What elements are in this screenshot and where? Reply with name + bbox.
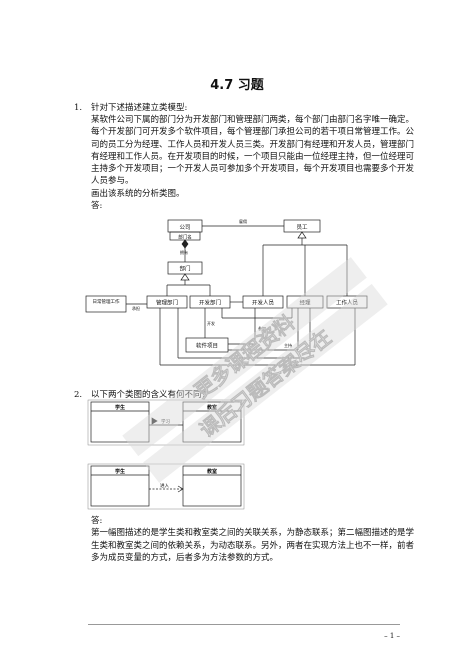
question-1-text: 针对下述描述建立类模型:: [91, 103, 188, 113]
question-1-number: 1.: [74, 103, 83, 113]
class-worker: 工作人员: [336, 299, 359, 307]
class-manager: 经理: [299, 299, 311, 307]
task-line: 画出该系统的分析类图。: [91, 188, 185, 199]
class-student-a: 学生: [115, 404, 125, 411]
class-classroom-a: 教室: [206, 404, 217, 411]
answer-line: 生类和教室类之间的依赖关系，为动态联系。另外，两者在实现方法上也不一样，前者: [91, 540, 415, 551]
question-1-description: 某软件公司下属的部门分为开发部门和管理部门两类，每个部门由部门名字唯一确定。 每…: [91, 114, 415, 212]
answer-line: 多为成员变量的方式，后者多为方法参数的方式。: [91, 552, 279, 563]
class-classroom-b: 教室: [206, 468, 217, 475]
question-2-answer: 答: 第一幅图描述的是学生类和教室类之间的关联关系，为静态联系；第二幅图描述的是…: [91, 515, 415, 564]
section-title: 4.7 习题: [210, 78, 264, 93]
page-number: – 1 –: [384, 632, 400, 640]
class-project: 软件项目: [196, 342, 218, 350]
assoc-develop: 开发: [207, 320, 215, 326]
desc-line: 每个开发部门可开发多个软件项目，每个管理部门承担公司的若干项日常管理工作。公: [91, 127, 415, 138]
class-daily-work: 日常管理工作: [93, 298, 120, 305]
class-developer: 开发人员: [252, 299, 275, 307]
dep-enter: 进入: [160, 482, 169, 489]
assoc-study-in: 学习: [161, 418, 170, 425]
question-2-text: 以下两个类图的含义有何不同?: [91, 390, 207, 400]
desc-line: 司的员工分为经理、工作人员和开发人员三类。开发部门有经理和开发人员，管理部门: [91, 139, 415, 150]
assoc-employ: 雇佣: [239, 218, 247, 224]
class-employee: 员工: [296, 224, 308, 231]
qualifier-dept-name: 部门名: [178, 234, 192, 241]
answer-line: 第一幅图描述的是学生类和教室类之间的关联关系，为静态联系；第二幅图描述的是学: [91, 528, 415, 539]
answer-label: 答:: [91, 516, 103, 526]
question-2-number: 2.: [74, 390, 83, 400]
assoc-participate: 参加: [258, 325, 266, 331]
assoc-undertake: 承担: [132, 305, 140, 311]
class-company: 公司: [179, 224, 190, 231]
answer-label: 答:: [91, 201, 103, 212]
class-dev-dept: 开发部门: [199, 299, 221, 307]
assoc-owns: 拥有: [180, 249, 188, 255]
assoc-host: 主持: [284, 342, 292, 348]
class-dept: 部门: [179, 265, 190, 273]
desc-line: 有经理和工作人员。在开发项目的时候，一个项目只能由一位经理主持，但一位经理可: [91, 151, 415, 162]
desc-line: 某软件公司下属的部门分为开发部门和管理部门两类，每个部门由部门名字唯一确定。: [91, 115, 415, 125]
desc-line: 人员参与。: [91, 176, 134, 187]
class-student-b: 学生: [115, 468, 125, 475]
desc-line: 主持多个开发项目；一个开发人员可参加多个开发项目，每个开发项目也需要多个开发: [91, 164, 415, 175]
class-mgmt-dept: 管理部门: [156, 299, 178, 307]
footer-rule: [88, 624, 400, 625]
